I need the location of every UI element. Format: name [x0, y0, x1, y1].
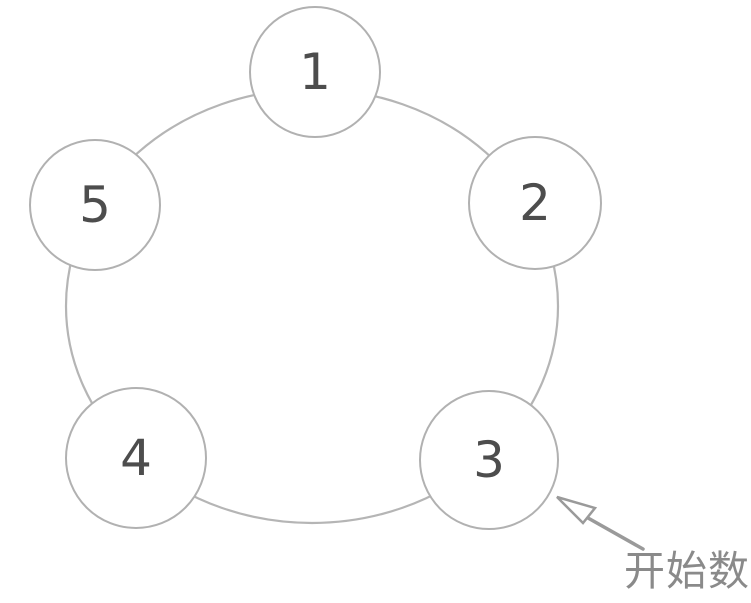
node-4-label: 4 [120, 429, 152, 487]
node-1-label: 1 [299, 43, 331, 101]
start-annotation-label: 开始数 [624, 547, 750, 595]
node-5: 5 [29, 139, 161, 271]
start-arrow-icon [556, 495, 645, 551]
arrow-shaft [586, 516, 645, 551]
node-1: 1 [249, 6, 381, 138]
node-5-label: 5 [79, 176, 111, 234]
node-3: 3 [419, 390, 559, 530]
node-3-label: 3 [473, 431, 505, 489]
node-2: 2 [468, 136, 602, 270]
node-2-label: 2 [519, 174, 551, 232]
arrow-head [556, 495, 598, 525]
node-4: 4 [65, 387, 207, 529]
